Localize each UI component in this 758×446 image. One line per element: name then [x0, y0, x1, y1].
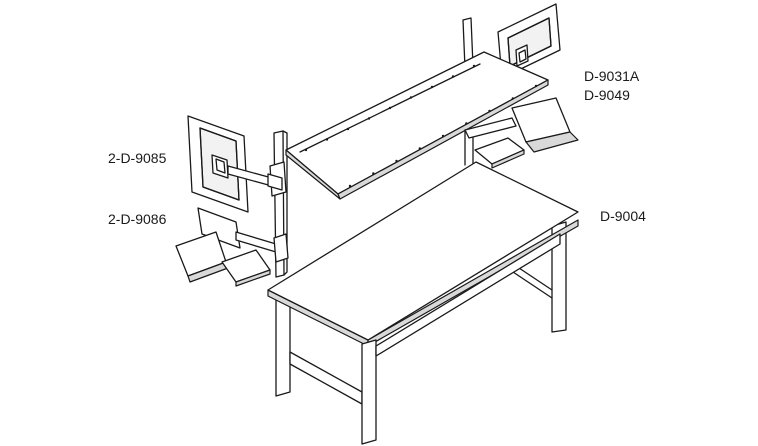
callout-shelf-second-part-number: D-9049: [584, 87, 630, 103]
shelf-back-edge-dots: [304, 64, 476, 152]
mounting-hole-dot: [418, 147, 421, 150]
mounting-hole-dot: [348, 184, 352, 188]
mounting-hole-dot: [430, 85, 434, 89]
monitor-left: [187, 115, 249, 213]
mounting-hole-dot: [534, 84, 538, 88]
keyboard-tray-left: [175, 207, 289, 287]
mounting-hole-dot: [465, 122, 468, 125]
mounting-hole-dot: [372, 172, 375, 175]
mounting-hole-dot: [441, 134, 445, 138]
mounting-hole-dot: [304, 148, 308, 152]
callout-shelf-part-number: D-9031A: [584, 68, 640, 84]
callout-workbench-part-number: D-9004: [600, 208, 646, 224]
mounting-hole-dot: [388, 106, 392, 110]
mounting-hole-dot: [346, 127, 350, 131]
mounting-hole-dot: [511, 97, 514, 100]
mounting-hole-dot: [472, 64, 476, 68]
upper-shelf: [285, 51, 549, 200]
keyboard-tray-right: [464, 97, 579, 169]
mounting-hole-dot: [367, 117, 371, 120]
mounting-hole-dot: [451, 75, 455, 78]
mounting-hole-dot: [395, 159, 398, 163]
mounting-hole-dot: [325, 138, 329, 141]
workbench: [267, 161, 579, 445]
shelf-front-edge-dots: [348, 84, 538, 188]
mounting-hole-dot: [409, 96, 413, 99]
mounting-hole-dot: [488, 109, 491, 113]
monitor-arm-left: [227, 161, 287, 197]
callout-keyboard-tray-part-number: 2-D-9086: [108, 211, 167, 227]
callout-monitor-arm-part-number: 2-D-9085: [108, 150, 167, 166]
